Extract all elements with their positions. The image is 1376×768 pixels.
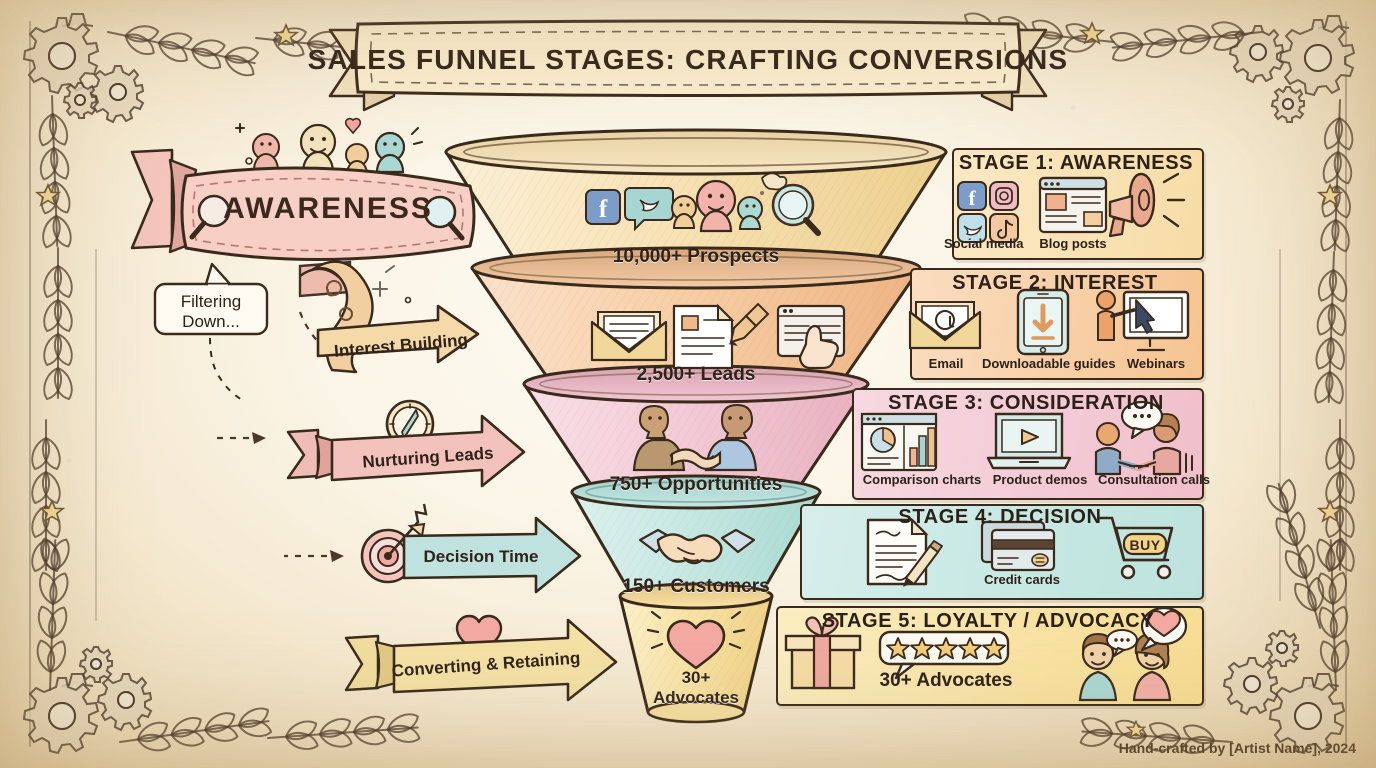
filtering-callout-label: Filtering Down... bbox=[180, 292, 242, 331]
flow-arrow-label-3: Decision Time bbox=[423, 547, 539, 566]
funnel-count-5-line2: Advocates bbox=[653, 688, 739, 707]
stage-panel-1[interactable] bbox=[952, 148, 1204, 260]
credit-line: Hand-crafted by [Artist Name], 2024 bbox=[1118, 740, 1356, 756]
flow-arrow-label-4: Converting & Retaining bbox=[391, 648, 581, 681]
stage-panel-4[interactable] bbox=[800, 504, 1204, 600]
star-icon bbox=[36, 184, 60, 206]
funnel-tier-2 bbox=[470, 246, 922, 399]
funnel-tier-3 bbox=[522, 364, 870, 506]
page-title: SALES FUNNEL STAGES: CRAFTING CONVERSION… bbox=[307, 44, 1069, 75]
awareness-banner-label: AWARENESS bbox=[223, 192, 433, 225]
funnel-tier-3-icons bbox=[632, 403, 758, 472]
converting-retaining-arrow-shape bbox=[344, 614, 618, 702]
star-icon bbox=[1318, 500, 1342, 522]
awareness-ribbon-shape bbox=[130, 148, 476, 298]
flow-arrow-label-2: Nurturing Leads bbox=[361, 443, 495, 472]
decision-time-arrow-shape bbox=[360, 503, 582, 594]
funnel-tier-5 bbox=[618, 582, 774, 724]
flow-arrow-label-1: Interest Building bbox=[333, 330, 469, 361]
funnel-count-2: 2,500+ Leads bbox=[636, 364, 756, 385]
funnel-count-3: 750+ Opportunities bbox=[609, 474, 783, 495]
svg-text:f: f bbox=[599, 196, 608, 223]
stage-panel-5[interactable] bbox=[776, 606, 1204, 706]
interest-building-arrow-shape bbox=[299, 260, 480, 374]
star-icon bbox=[1318, 184, 1342, 206]
funnel-count-1: 10,000+ Prospects bbox=[612, 246, 780, 267]
funnel-count-5-line1: 30+ bbox=[681, 668, 711, 687]
star-icon bbox=[40, 500, 64, 522]
stage-panel-2[interactable] bbox=[910, 268, 1204, 380]
crowd-icon bbox=[235, 117, 423, 175]
star-icon bbox=[274, 24, 298, 46]
funnel-tier-4 bbox=[570, 474, 822, 609]
funnel-count-4: 150+ Customers bbox=[622, 576, 770, 597]
star-icon bbox=[1126, 720, 1146, 738]
nurturing-leads-arrow-shape bbox=[286, 399, 526, 488]
funnel-tier-5-icons bbox=[646, 610, 746, 670]
stage-panel-3[interactable] bbox=[852, 388, 1204, 500]
funnel-tier-4-icons bbox=[638, 528, 756, 565]
star-icon bbox=[1080, 22, 1104, 44]
funnel-tier-1-icons: f bbox=[585, 172, 821, 236]
filtering-callout-shape bbox=[153, 262, 269, 403]
funnel-tier-2-icons bbox=[590, 302, 846, 370]
funnel-tier-1 bbox=[444, 128, 948, 284]
